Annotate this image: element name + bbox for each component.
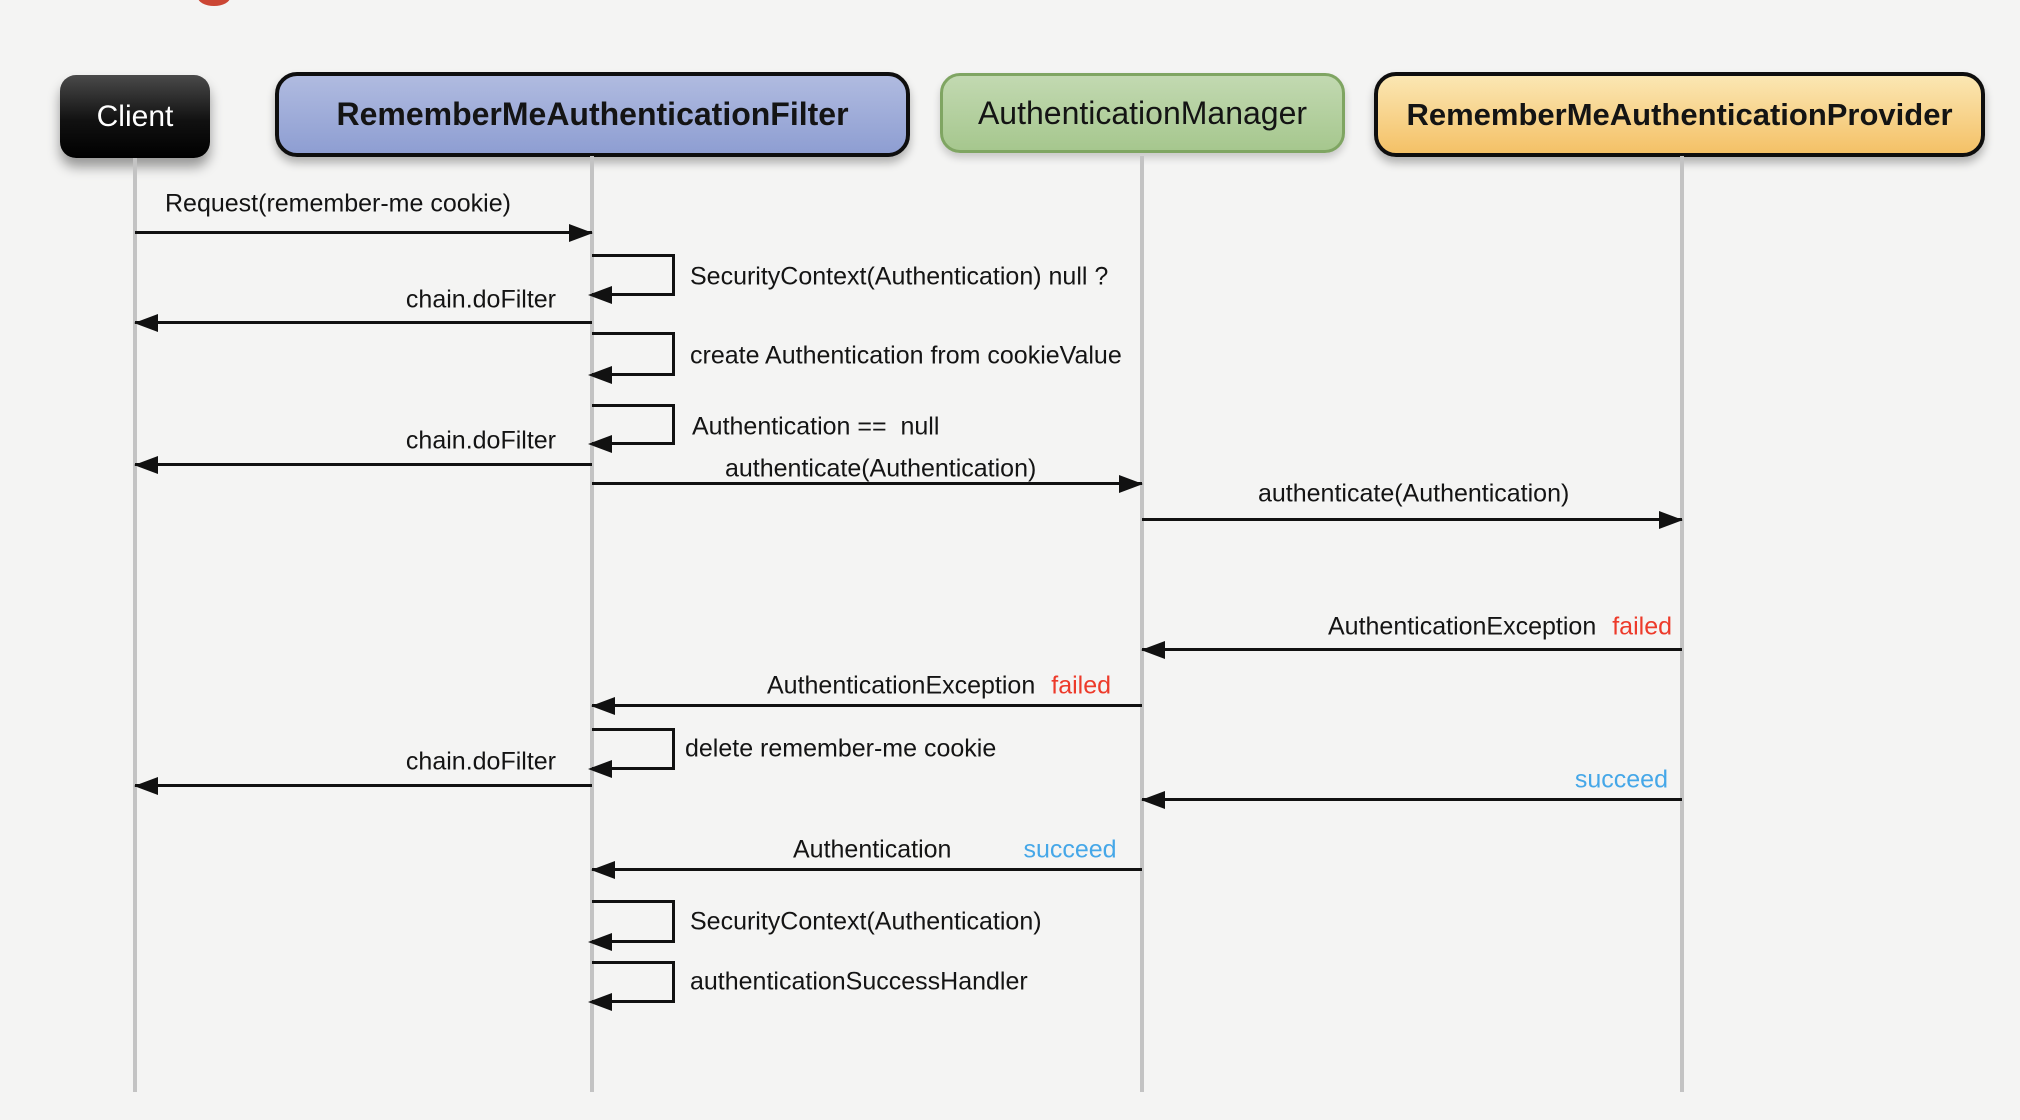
arrow-exception-manager-to-filter [591, 696, 1142, 715]
arrowhead-left-icon [134, 455, 158, 474]
label-authenticate-2: authenticate(Authentication) [1258, 479, 1570, 508]
lifeline-provider [1680, 156, 1684, 1092]
arrowhead-left-icon [588, 435, 612, 453]
arrow-authenticate-to-provider [1142, 510, 1683, 529]
actor-remembermeauthenticationprovider: RememberMeAuthenticationProvider [1374, 72, 1985, 157]
arrowhead-left-icon [134, 313, 158, 332]
actor-client-label: Client [96, 99, 174, 133]
arrowhead-left-icon [588, 760, 612, 778]
actor-remembermeauthenticationfilter: RememberMeAuthenticationFilter [275, 72, 910, 157]
arrow-shaft [135, 231, 592, 234]
label-authenticate-1: authenticate(Authentication) [725, 454, 1037, 483]
selfcall-success-handler [588, 961, 675, 1011]
label-request: Request(remember-me cookie) [165, 189, 511, 218]
arrow-shaft [135, 463, 592, 466]
actor-client: Client [60, 75, 210, 158]
label-delete-cookie: delete remember-me cookie [685, 734, 997, 763]
actor-filter-label: RememberMeAuthenticationFilter [336, 96, 849, 132]
arrowhead-left-icon [588, 933, 612, 951]
arrowhead-left-icon [588, 993, 612, 1011]
label-chain-dofilter-3: chain.doFilter [405, 747, 556, 776]
status-succeed: succeed [1023, 835, 1117, 864]
arrowhead-right-icon [1659, 510, 1683, 529]
label-success-handler: authenticationSuccessHandler [690, 967, 1028, 996]
arrowhead-left-icon [588, 366, 612, 384]
arrow-shaft [592, 704, 1142, 707]
arrow-succeed-provider-to-manager [1141, 790, 1682, 809]
lifeline-filter [590, 156, 594, 1092]
actor-provider-label: RememberMeAuthenticationProvider [1406, 96, 1953, 132]
selfcall-authentication-null [588, 404, 675, 453]
actor-authenticationmanager: AuthenticationManager [940, 73, 1345, 153]
arrow-authentication-succeed-to-filter [591, 860, 1142, 879]
label-create-authentication: create Authentication from cookieValue [690, 341, 1122, 370]
arrowhead-left-icon [588, 286, 612, 304]
arrow-shaft [592, 868, 1142, 871]
label-chain-dofilter-2: chain.doFilter [405, 426, 556, 455]
arrowhead-left-icon [591, 696, 615, 715]
label-succeed-provider: succeed [1575, 766, 1668, 795]
arrow-shaft [135, 784, 592, 787]
lifeline-client [133, 158, 137, 1092]
selfcall-create-authentication [588, 332, 675, 384]
arrow-exception-provider-to-manager [1141, 640, 1682, 659]
arrowhead-right-icon [569, 223, 593, 242]
selfcall-securitycontext-null [588, 254, 675, 304]
lifeline-manager [1140, 156, 1144, 1092]
status-failed: failed [1051, 671, 1112, 700]
label-securitycontext-set: SecurityContext(Authentication) [690, 907, 1042, 936]
actor-manager-label: AuthenticationManager [977, 94, 1308, 131]
arrowhead-left-icon [591, 860, 615, 879]
arrow-chain-dofilter-3 [134, 776, 592, 795]
selfcall-delete-cookie [588, 728, 675, 778]
arrow-chain-dofilter-2 [134, 455, 592, 474]
arrow-chain-dofilter-1 [134, 313, 592, 332]
arrow-shaft [1142, 518, 1682, 521]
arrowhead-left-icon [1141, 790, 1165, 809]
arrowhead-left-icon [1141, 640, 1165, 659]
arrowhead-left-icon [134, 776, 158, 795]
selfcall-securitycontext-set [588, 900, 675, 951]
arrowhead-right-icon [1119, 474, 1143, 493]
arrow-authenticate-to-manager [592, 474, 1143, 493]
arrow-shaft [1142, 798, 1682, 801]
label-securitycontext-null: SecurityContext(Authentication) null ? [690, 262, 1109, 291]
arrow-shaft [1142, 648, 1682, 651]
arrow-shaft [135, 321, 592, 324]
label-authentication-null: Authentication == null [692, 412, 940, 441]
status-succeed: succeed [1574, 765, 1668, 794]
label-chain-dofilter-1: chain.doFilter [405, 285, 556, 314]
status-failed: failed [1612, 612, 1672, 641]
arrow-shaft [592, 482, 1142, 485]
arrow-request [135, 223, 593, 242]
red-dot-artifact [198, 0, 230, 6]
